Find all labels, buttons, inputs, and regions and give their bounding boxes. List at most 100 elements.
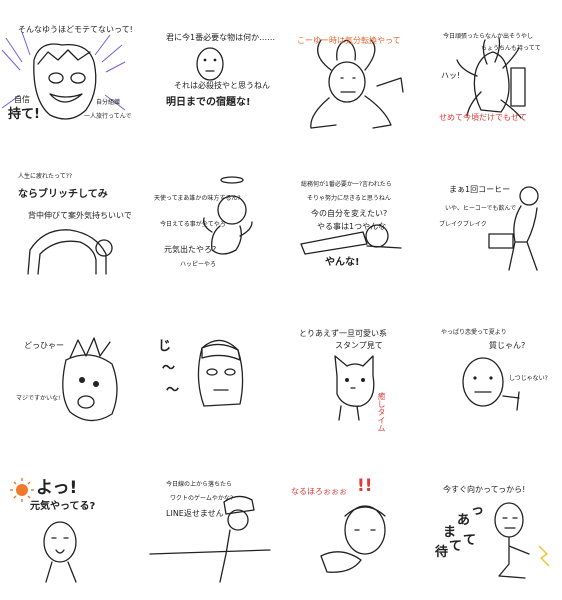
sticker-1[interactable]: そんなゆうほどモテてないって! 自信 持て! 自分組織 一人旅行ってんで <box>0 0 140 150</box>
sticker-8[interactable]: まぁ1回コーヒー いや、ヒーコーでも飲んで ブレイクブレイク <box>421 150 561 300</box>
sticker-16-line-1: 今すぐ向かってっから! <box>443 485 526 494</box>
hair <box>201 343 241 361</box>
face <box>462 357 504 407</box>
sticker-14-line-2: ワクトのゲームやかな? <box>170 495 234 502</box>
sticker-11-line-3: 癒しタイム <box>377 392 386 432</box>
face <box>344 505 386 555</box>
face <box>33 43 97 120</box>
sticker-3-drawing <box>310 39 404 129</box>
body <box>300 231 368 255</box>
sticker-12-line-2: 質じゃん? <box>489 341 526 350</box>
sticker-11-drawing <box>334 355 375 421</box>
sticker-9[interactable]: どっひゃー マジですかいな! <box>0 300 140 450</box>
sticker-7-line-2: そりゃ努力に尽きると思うねん <box>307 195 391 202</box>
head <box>494 502 524 538</box>
sticker-9-drawing <box>62 337 118 422</box>
mouth <box>49 93 83 103</box>
bridge-body <box>27 229 107 275</box>
sticker-4-line-1: 今日頑張ったらなんか出そうやし <box>443 33 534 40</box>
sticker-2-line-2: それは必殺技やと思うねん <box>174 81 270 90</box>
sticker-4-line-3: ハッ! <box>441 71 461 80</box>
sticker-4[interactable]: 今日頑張ったらなんか出そうやし ちょうちんも持ってて ハッ! せめて今頃だけでも… <box>421 0 561 150</box>
sticker-13-line-1: よっ! <box>36 478 78 498</box>
sticker-12[interactable]: やっぱり恋愛って夏より 質じゃん? しつじゃない? <box>421 300 561 450</box>
body <box>473 51 510 113</box>
sticker-1-line-5: 一人旅行ってんで <box>84 113 132 120</box>
sticker-7[interactable]: 総務何が1番必要か一?言われたら そりゃ努力に尽きると思うねん 今の自分を変えた… <box>281 150 421 300</box>
sticker-5-line-2: ならブリッチしてみ <box>18 189 108 200</box>
sticker-5[interactable]: 人生に疲れたって?? ならブリッチしてみ 背中伸びて案外気持ちいいで <box>0 150 140 300</box>
sticker-3[interactable]: こーゆー時は気分転換やって <box>281 0 421 150</box>
lantern <box>510 67 526 107</box>
sticker-10-line-2: 〜 <box>162 361 176 376</box>
sun-icon <box>10 478 34 502</box>
sticker-4-drawing <box>456 37 526 119</box>
sticker-7-line-5: やんな! <box>325 257 360 268</box>
head <box>519 186 539 206</box>
sticker-12-drawing <box>462 357 520 411</box>
face <box>62 354 118 422</box>
sticker-15-line-1: なるほろぉぉぉ <box>291 487 347 496</box>
hands <box>320 551 362 573</box>
hair <box>69 337 111 359</box>
cap <box>223 495 255 515</box>
sticker-13[interactable]: よっ! 元気やってる? <box>0 450 140 600</box>
sticker-11[interactable]: とりあえず一旦可愛い系 スタンプ見て 癒しタイム <box>281 300 421 450</box>
sticker-4-line-4: せめて今頃だけでもせて <box>439 113 527 122</box>
halo <box>220 176 244 184</box>
sticker-7-line-4: やる事は1つやんな <box>317 222 387 231</box>
sticker-6-drawing <box>203 176 253 255</box>
sticker-8-line-3: ブレイクブレイク <box>439 221 487 228</box>
sticker-14-line-1: 今日線の上から落ちたら <box>166 481 233 488</box>
sticker-5-line-3: 背中伸びて案外気持ちいいで <box>28 211 132 220</box>
sticker-16[interactable]: 今すぐ向かってっから! ま あ っ 待 て て <box>421 450 561 600</box>
sticker-1-line-2: 自信 <box>14 95 30 104</box>
sticker-6-line-3: 元気出たやろ? <box>164 245 217 254</box>
sticker-9-line-2: マジですかいな! <box>16 395 61 402</box>
sticker-16-line-7: て <box>463 533 477 548</box>
sticker-1-line-1: そんなゆうほどモテてないって! <box>18 25 133 34</box>
sticker-5-drawing <box>27 229 113 275</box>
sticker-15-drawing <box>320 505 386 573</box>
sticker-10-line-3: 〜 <box>166 383 180 398</box>
face <box>197 339 244 407</box>
sticker-9-line-1: どっひゃー <box>24 341 64 350</box>
sticker-5-line-1: 人生に疲れたって?? <box>18 173 73 180</box>
burst-lines <box>1 31 126 111</box>
lightning-icon <box>538 545 550 567</box>
sticker-2[interactable]: 君に今1番必要な物は何か…… それは必殺技やと思うねん 明日までの宿題な! <box>140 0 280 150</box>
sticker-14[interactable]: 今日線の上から落ちたら ワクトのゲームやかな? LINE返せません <box>140 450 280 600</box>
sticker-4-line-2: ちょうちんも持ってて <box>481 45 541 52</box>
sticker-16-line-4: っ <box>471 503 485 518</box>
face <box>328 61 366 103</box>
sticker-10[interactable]: じ 〜 〜 <box>140 300 280 450</box>
sticker-7-line-3: 今の自分を変えたい? <box>311 209 388 218</box>
sticker-15-line-2: !! <box>357 476 373 496</box>
sticker-16-line-6: て <box>449 539 463 554</box>
sticker-8-line-1: まぁ1回コーヒー <box>449 185 511 194</box>
sticker-16-drawing <box>494 502 550 579</box>
face <box>43 521 77 563</box>
sticker-15[interactable]: なるほろぉぉぉ !! <box>281 450 421 600</box>
sticker-14-drawing <box>149 495 271 583</box>
sticker-10-line-1: じ <box>158 339 172 354</box>
sticker-10-drawing <box>197 339 244 407</box>
sticker-16-line-2: ま <box>443 525 457 540</box>
sticker-6-line-4: ハッピーやろ <box>180 261 217 268</box>
cat-face <box>334 355 375 407</box>
sticker-8-line-2: いや、ヒーコーでも飲んで <box>445 205 517 212</box>
sticker-7-drawing <box>300 224 402 255</box>
head <box>95 239 113 257</box>
face <box>196 47 224 81</box>
sticker-6-line-1: 天使ってまあ誰かの味方するん? <box>154 195 241 202</box>
sticker-3-line-1: こーゆー時は気分転換やって <box>297 36 401 45</box>
hair <box>37 49 91 65</box>
head <box>227 509 249 531</box>
sticker-6[interactable]: 天使ってまあ誰かの味方するん? 今日えてる事が全てやろ 元気出たやろ? ハッピー… <box>140 150 280 300</box>
coffee-cup <box>488 233 514 249</box>
sticker-2-drawing <box>196 47 224 81</box>
sticker-7-line-1: 総務何が1番必要か一?言われたら <box>301 181 392 188</box>
sticker-14-line-3: LINE返せません <box>166 509 224 518</box>
sticker-16-line-3: あ <box>457 513 471 528</box>
